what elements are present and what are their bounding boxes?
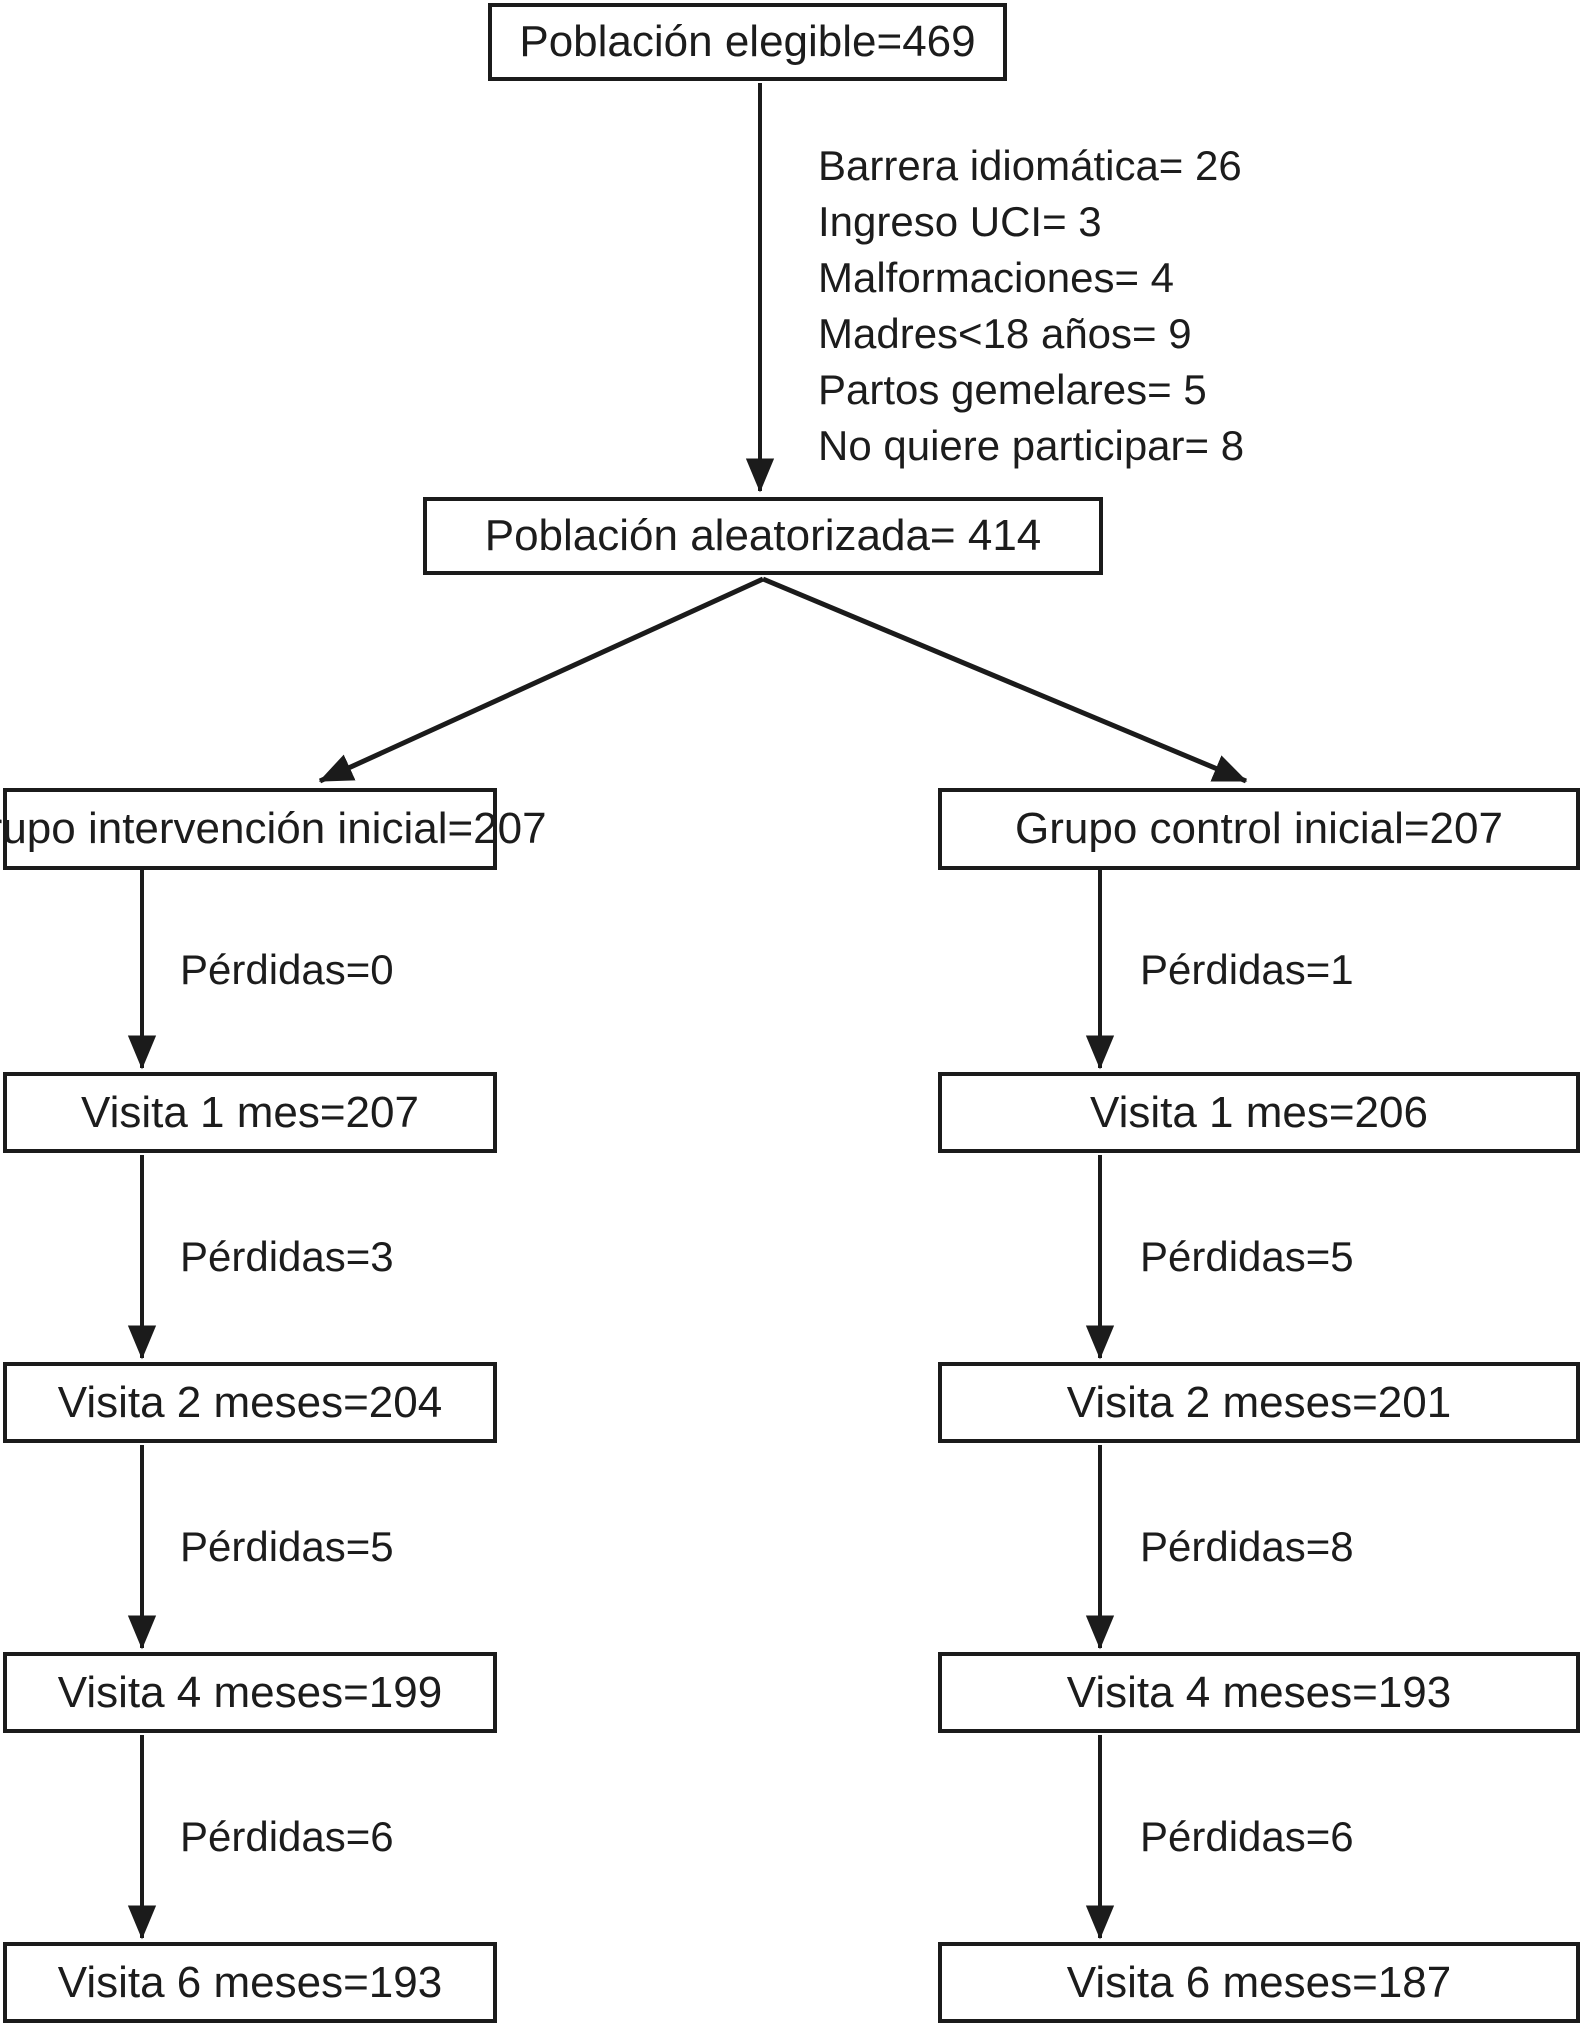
loss-label-control-2: Pérdidas=5: [1140, 1233, 1354, 1280]
arrow-randomized-to-control: [762, 576, 1248, 784]
loss-label-control-4: Pérdidas=6: [1140, 1813, 1354, 1860]
box-grupo-control-inicial: Grupo control inicial=207: [938, 788, 1580, 870]
exclusion-item: Madres<18 años= 9: [818, 310, 1192, 357]
box-intervencion-visita-2-meses: Visita 2 meses=204: [3, 1362, 497, 1443]
box-control-visita-1-mes: Visita 1 mes=206: [938, 1072, 1580, 1153]
exclusion-item: Malformaciones= 4: [818, 254, 1174, 301]
loss-label-intervencion-1: Pérdidas=0: [180, 946, 394, 993]
box-poblacion-elegible: Población elegible=469: [488, 3, 1007, 81]
exclusion-item: Partos gemelares= 5: [818, 366, 1207, 413]
exclusion-item: Ingreso UCI= 3: [818, 198, 1102, 245]
box-control-visita-4-meses: Visita 4 meses=193: [938, 1652, 1580, 1733]
box-control-visita-2-meses: Visita 2 meses=201: [938, 1362, 1580, 1443]
exclusion-item: Barrera idiomática= 26: [818, 142, 1242, 189]
loss-label-intervencion-3: Pérdidas=5: [180, 1523, 394, 1570]
exclusion-item: No quiere participar= 8: [818, 422, 1245, 469]
box-poblacion-aleatorizada: Población aleatorizada= 414: [423, 497, 1103, 575]
loss-label-control-1: Pérdidas=1: [1140, 946, 1354, 993]
box-grupo-intervencion-inicial: Grupo intervención inicial=207: [0, 788, 547, 870]
loss-label-intervencion-2: Pérdidas=3: [180, 1233, 394, 1280]
box-intervencion-visita-6-meses: Visita 6 meses=193: [3, 1942, 497, 2023]
box-control-visita-6-meses: Visita 6 meses=187: [938, 1942, 1580, 2023]
box-intervencion-visita-4-meses: Visita 4 meses=199: [3, 1652, 497, 1733]
arrow-randomized-to-intervencion: [318, 576, 765, 784]
loss-label-intervencion-4: Pérdidas=6: [180, 1813, 394, 1860]
loss-label-control-3: Pérdidas=8: [1140, 1523, 1354, 1570]
exclusion-list: Barrera idiomática= 26 Ingreso UCI= 3 Ma…: [818, 138, 1244, 474]
box-intervencion-visita-1-mes: Visita 1 mes=207: [3, 1072, 497, 1153]
